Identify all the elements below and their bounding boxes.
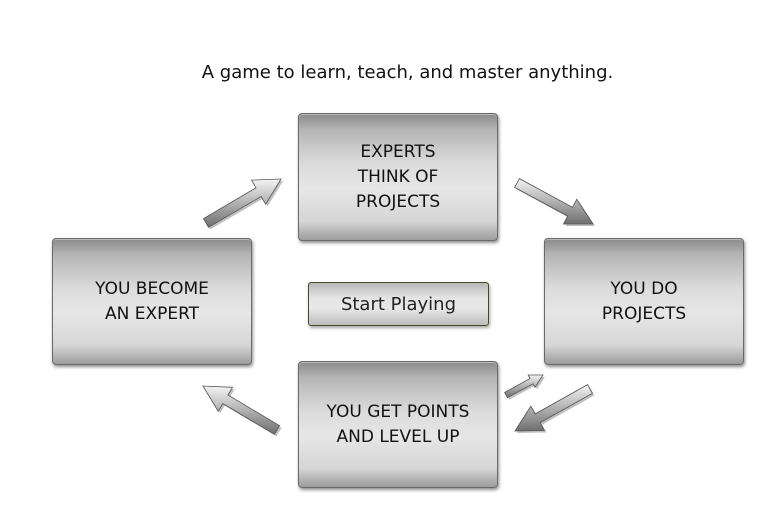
arrow-icon-left-to-top bbox=[202, 178, 282, 228]
arrow-icon-small-to-right bbox=[504, 374, 544, 399]
arrow-icon-top-to-right bbox=[514, 178, 594, 225]
tagline: A game to learn, teach, and master anyth… bbox=[201, 62, 614, 83]
start-playing-button[interactable]: Start Playing bbox=[308, 282, 489, 326]
arrow-icon-bottom-to-left bbox=[202, 385, 281, 435]
step-you-get-points-and-level-up: YOU GET POINTS AND LEVEL UP bbox=[298, 361, 498, 488]
step-you-do-projects: YOU DO PROJECTS bbox=[544, 238, 744, 365]
arrow-icon-right-to-bottom bbox=[514, 384, 593, 432]
step-experts-think-of-projects: EXPERTS THINK OF PROJECTS bbox=[298, 113, 498, 241]
step-you-become-an-expert: YOU BECOME AN EXPERT bbox=[52, 238, 252, 365]
